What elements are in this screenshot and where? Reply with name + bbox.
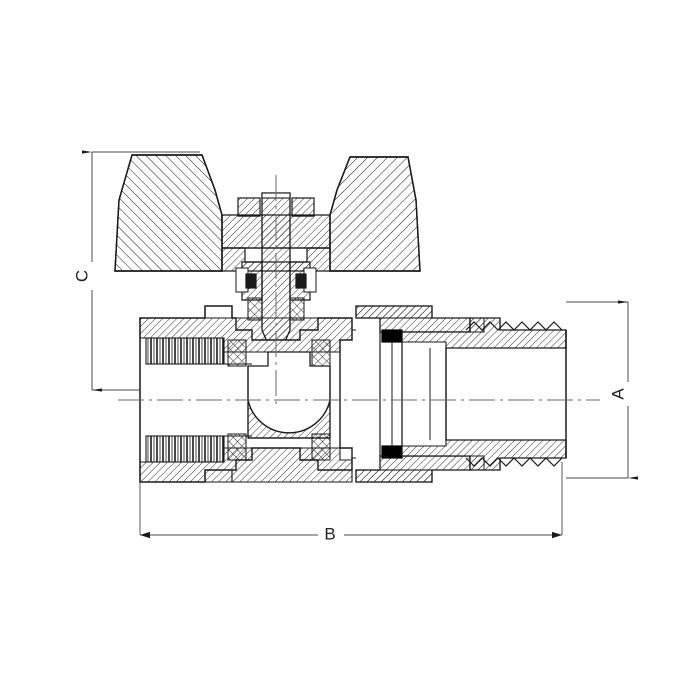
stem-nut [237,197,315,217]
dimension-b: B [139,462,563,543]
body-step-details [352,317,485,471]
valve-assembly [114,154,600,483]
stem-o-ring-upper [245,273,307,289]
packing-gland [235,261,317,321]
ball-seat-left [227,339,247,461]
dimension-b-label: B [324,524,335,543]
dimension-c: C [72,150,200,392]
female-threaded-inlet [145,337,252,463]
ball [247,351,331,439]
union-gasket [381,329,403,459]
dimension-a: A [566,300,638,480]
dimension-a-label: A [608,388,627,400]
dimension-c-label: C [72,270,91,282]
ball-seat-right [311,339,331,461]
butterfly-handle-right-wing [329,156,421,272]
centre-line [118,175,600,404]
butterfly-handle-left-wing [114,154,223,272]
union-nut [355,305,471,483]
